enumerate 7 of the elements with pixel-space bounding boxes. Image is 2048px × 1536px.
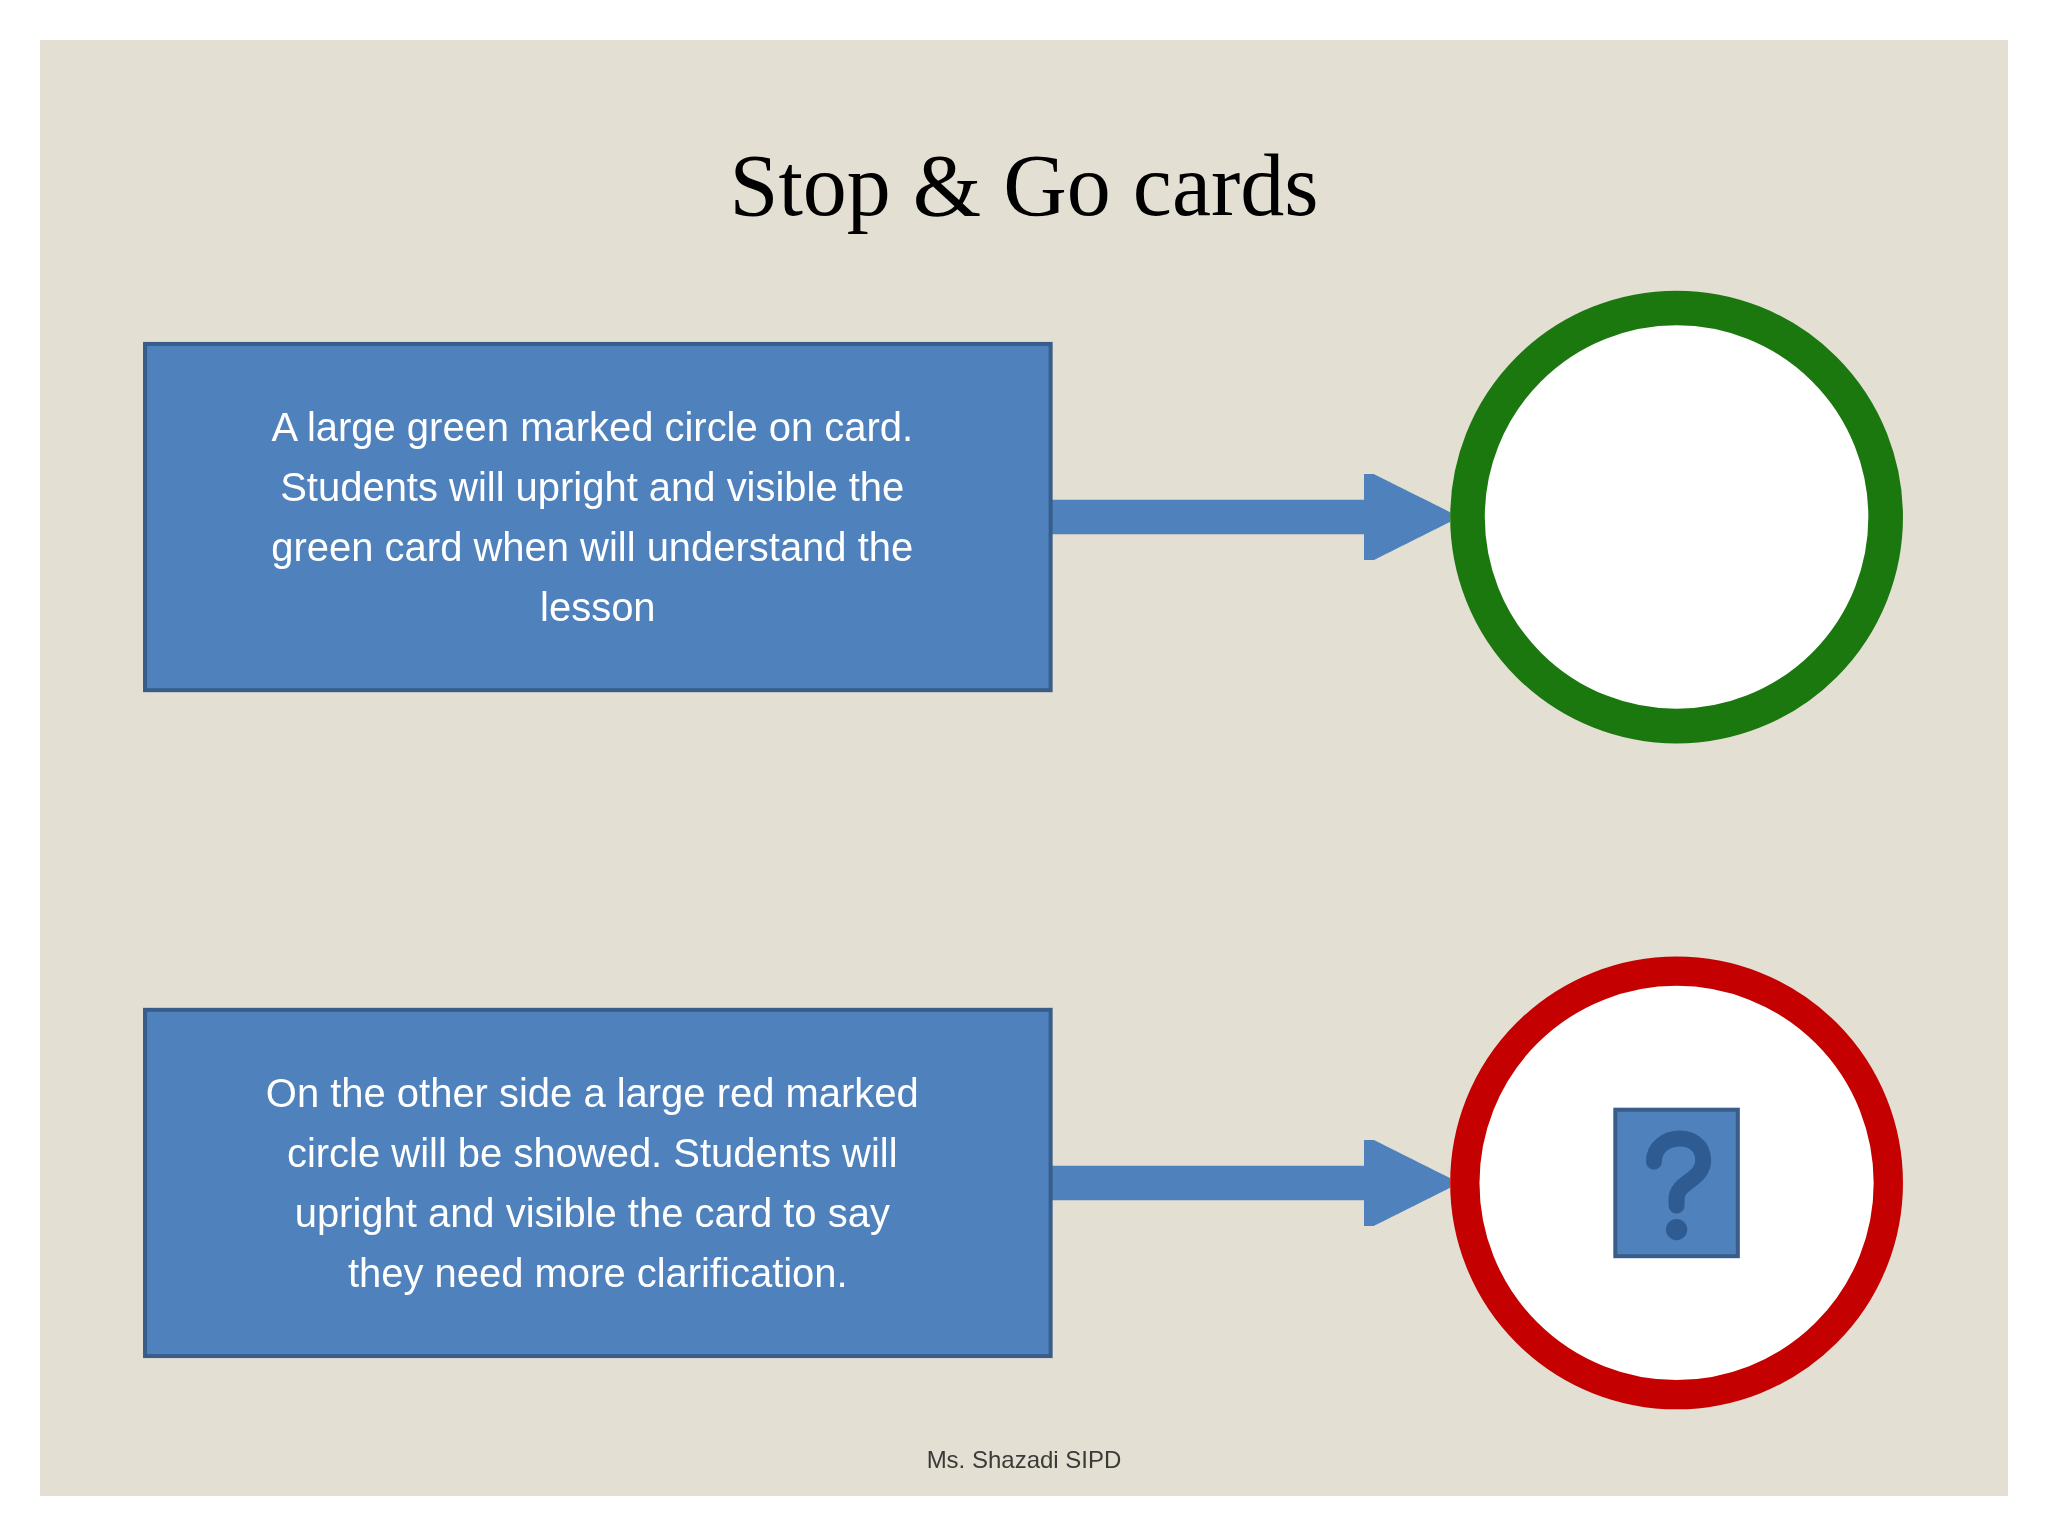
author-credit: Ms. Shazadi SIPD — [926, 1446, 1122, 1474]
slide-background: Stop & Go cards A large green marked circle on card. Students will upright and visible the green card when will understand the lesson On the other side a large red marked circle will be showed. Students will upright and visible the card to say they need more clarification. Ms. Shazadi SIPD — [40, 40, 2008, 1496]
node-box — [143, 1007, 1053, 1359]
node-circle — [1450, 956, 1903, 1410]
slide-title: Stop & Go cards — [729, 136, 1319, 236]
node-box — [143, 341, 1053, 693]
node-circle — [1450, 290, 1903, 744]
